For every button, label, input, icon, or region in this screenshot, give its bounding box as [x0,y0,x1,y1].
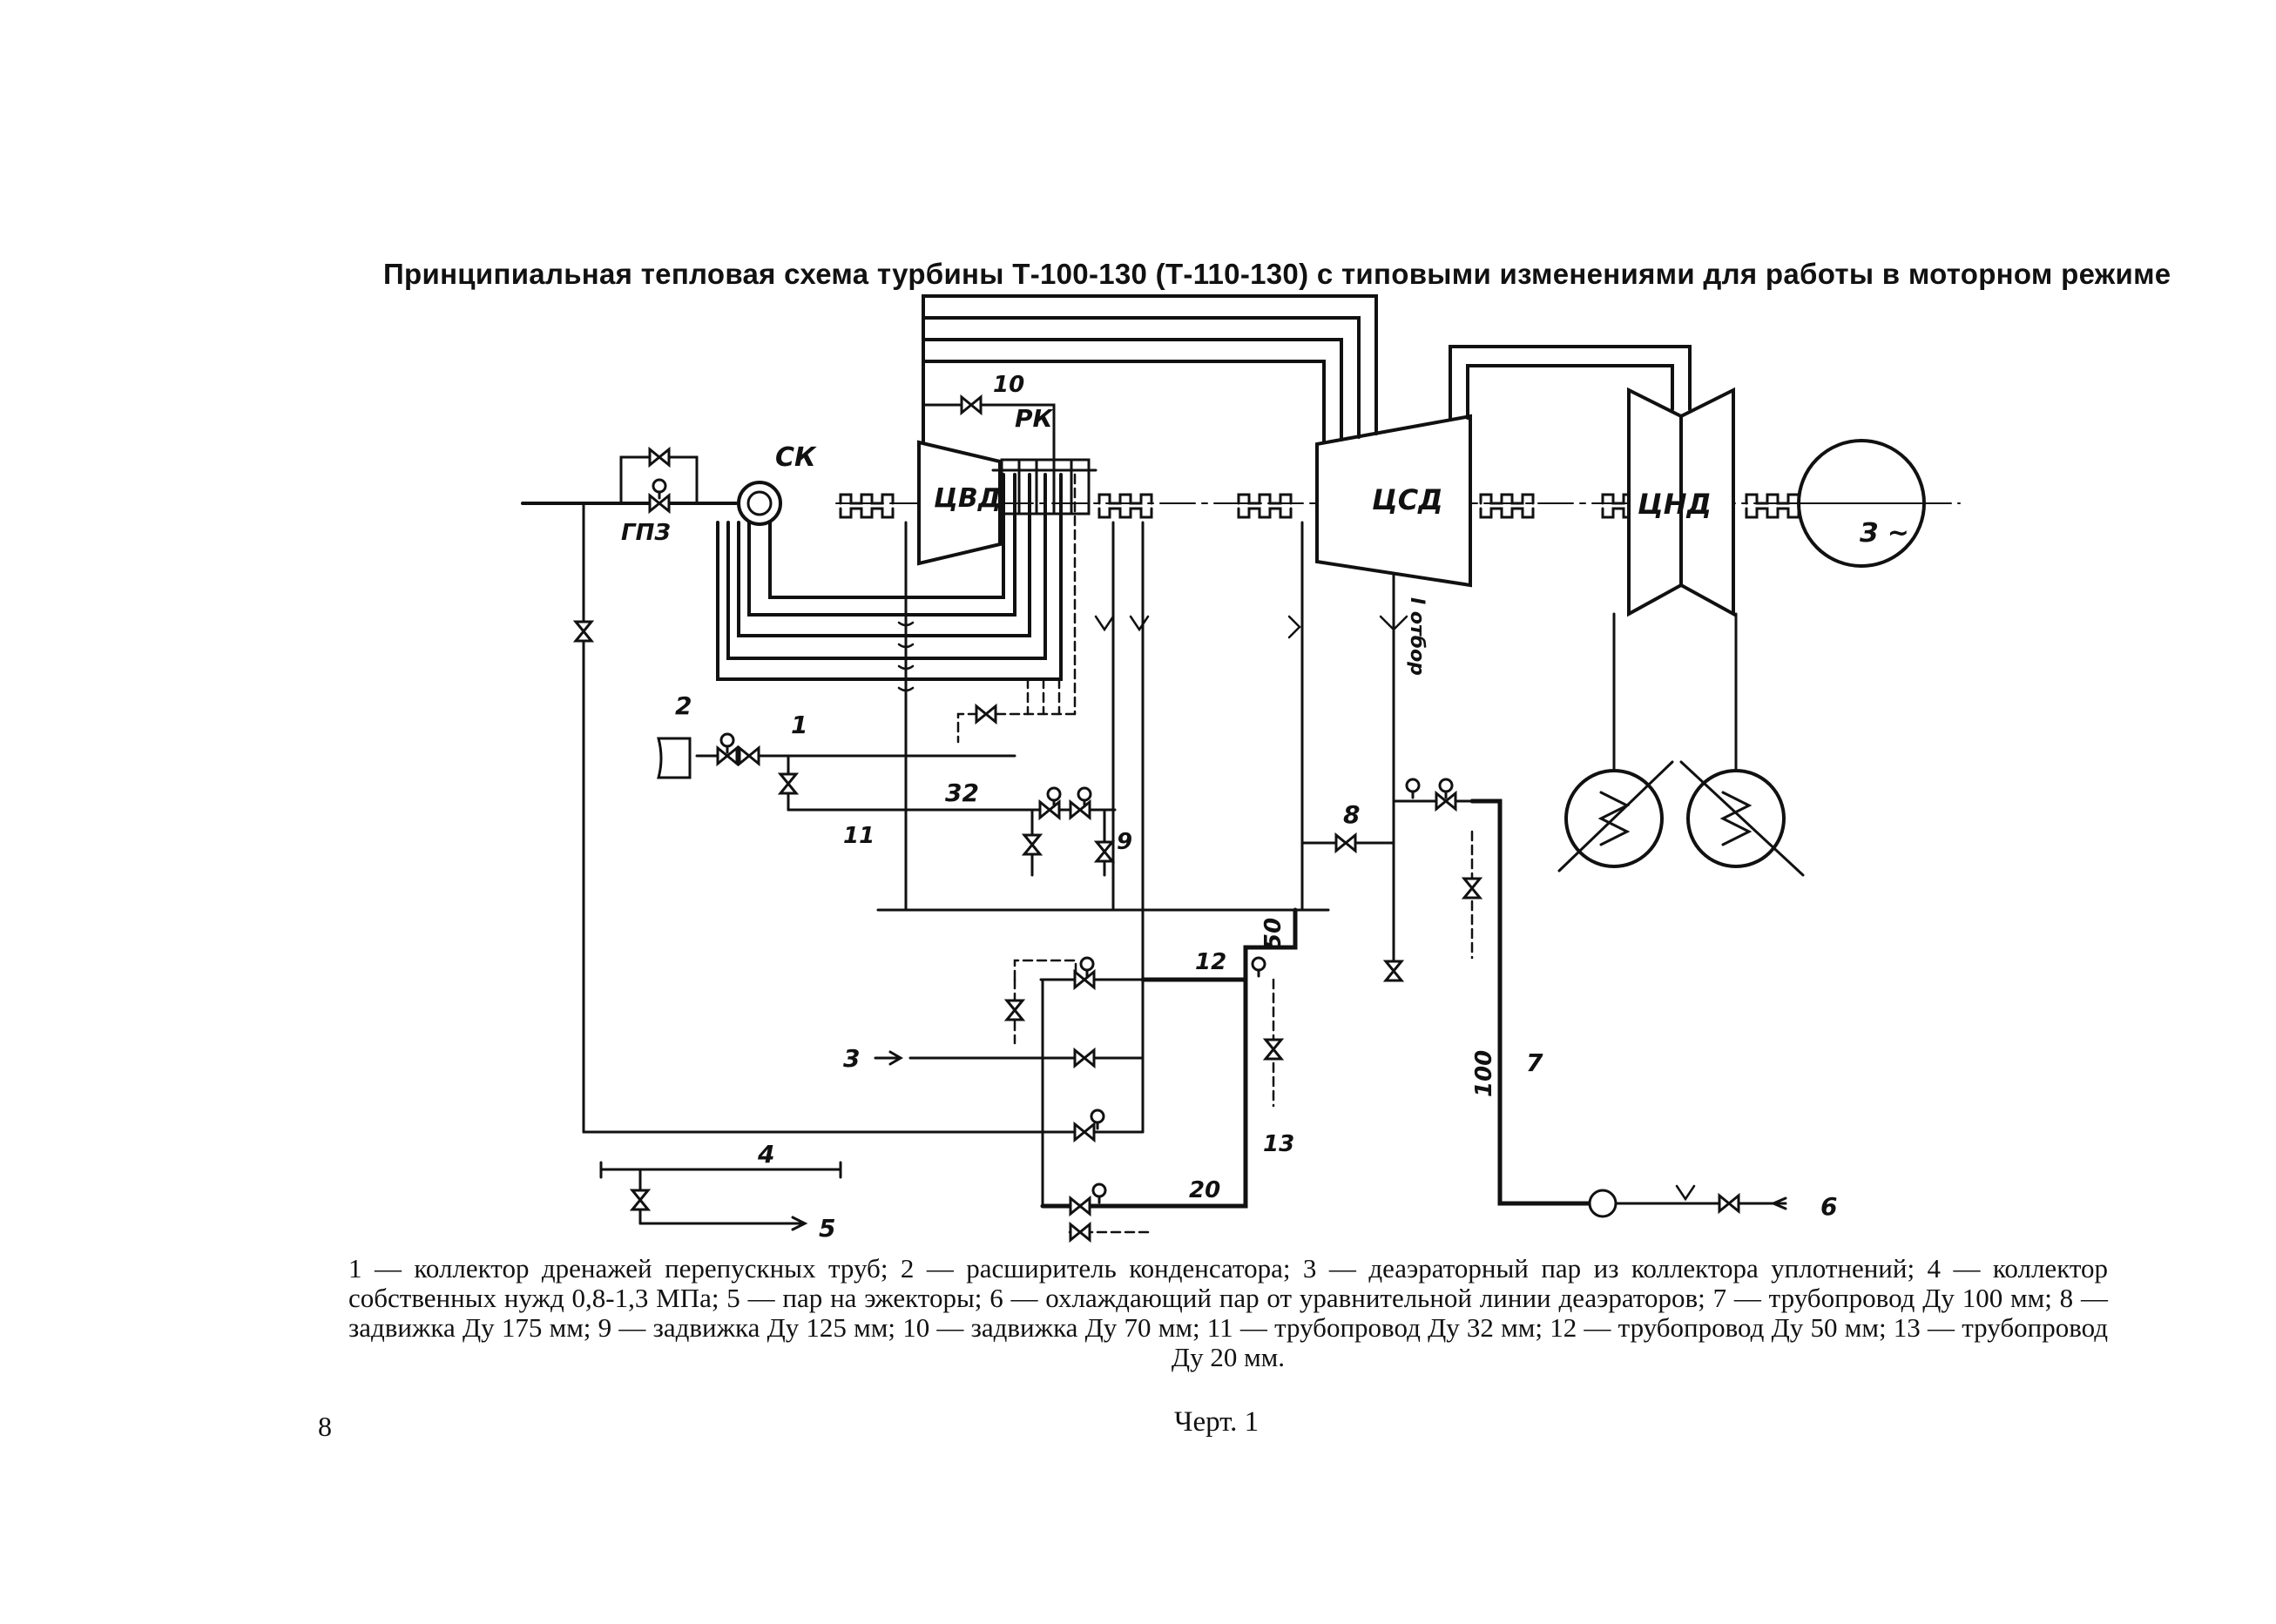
feed-line-6 [1588,1184,1787,1218]
generator-label: З ~ [1859,518,1909,549]
pipe-size-50: 50 [1260,918,1287,949]
ip-lp-crossover [1449,345,1692,421]
pipe-crossings [897,621,915,692]
callout-5: 5 [819,1214,835,1243]
control-valve-drains [956,473,1077,744]
page-number: 8 [318,1411,332,1442]
pipe-12-50 [1040,907,1298,1209]
condenser-1 [1557,760,1674,873]
callout-11: 11 [843,823,875,849]
generator [1785,439,1943,568]
pipe-size-labels: 32 50 20 100 [945,778,1497,1203]
callout-8: 8 [1343,800,1360,829]
callout-numbers: 1 2 3 4 5 6 7 8 9 10 11 12 13 [675,372,1837,1243]
main-steam-line [521,448,738,513]
callout-4: 4 [757,1140,774,1169]
condenser-expander [657,737,692,779]
main-steam-drain [582,502,1145,1134]
pipe-size-100: 100 [1471,1050,1497,1097]
figure-caption: Черт. 1 [1174,1406,1260,1438]
hp-cylinder [917,440,1002,566]
callout-3: 3 [843,1044,860,1073]
pipe-size-32: 32 [945,778,979,807]
callout-2: 2 [675,691,692,720]
stop-valve [737,481,782,526]
ip-cylinder [1315,414,1472,588]
main-steam-valve-label: ГПЗ [621,520,671,546]
legend-text: 1 — коллектор дренажей перепускных труб;… [348,1253,2108,1372]
callout-10: 10 [993,372,1024,398]
stop-valve-label: СК [775,442,817,473]
lp-cylinder [1627,387,1735,617]
callout-13: 13 [1263,1131,1294,1157]
callout-7: 7 [1526,1048,1543,1077]
extraction-lines [904,521,1408,968]
callout-12: 12 [1195,949,1226,975]
cooling-steam-line [1300,799,1500,845]
callout-1: 1 [791,711,807,739]
extraction-label: I отбор [1406,597,1428,676]
condenser-2 [1679,760,1805,877]
callout-6: 6 [1820,1192,1837,1221]
pipe-7-100 [1469,799,1597,1206]
control-valves [991,458,1097,516]
condenser-lines [1612,612,1738,772]
diagram-title: Принципиальная тепловая схема турбины Т-… [383,258,2171,290]
lp-cylinder-label: ЦНД [1638,488,1712,521]
callout-9: 9 [1117,829,1132,855]
pipe-size-20: 20 [1189,1177,1220,1203]
hp-ip-crossover-pipes [922,294,1378,444]
lower-pipes [874,908,1145,1208]
component-labels: ЦВД ЦСД ЦНД СК ГПЗ РК З ~ I отбор [621,404,1909,676]
control-valves-label: РК [1015,404,1055,433]
ip-cylinder-label: ЦСД [1372,483,1443,516]
hp-cylinder-label: ЦВД [934,483,1001,514]
steam-bypass-pipes [716,473,1063,681]
